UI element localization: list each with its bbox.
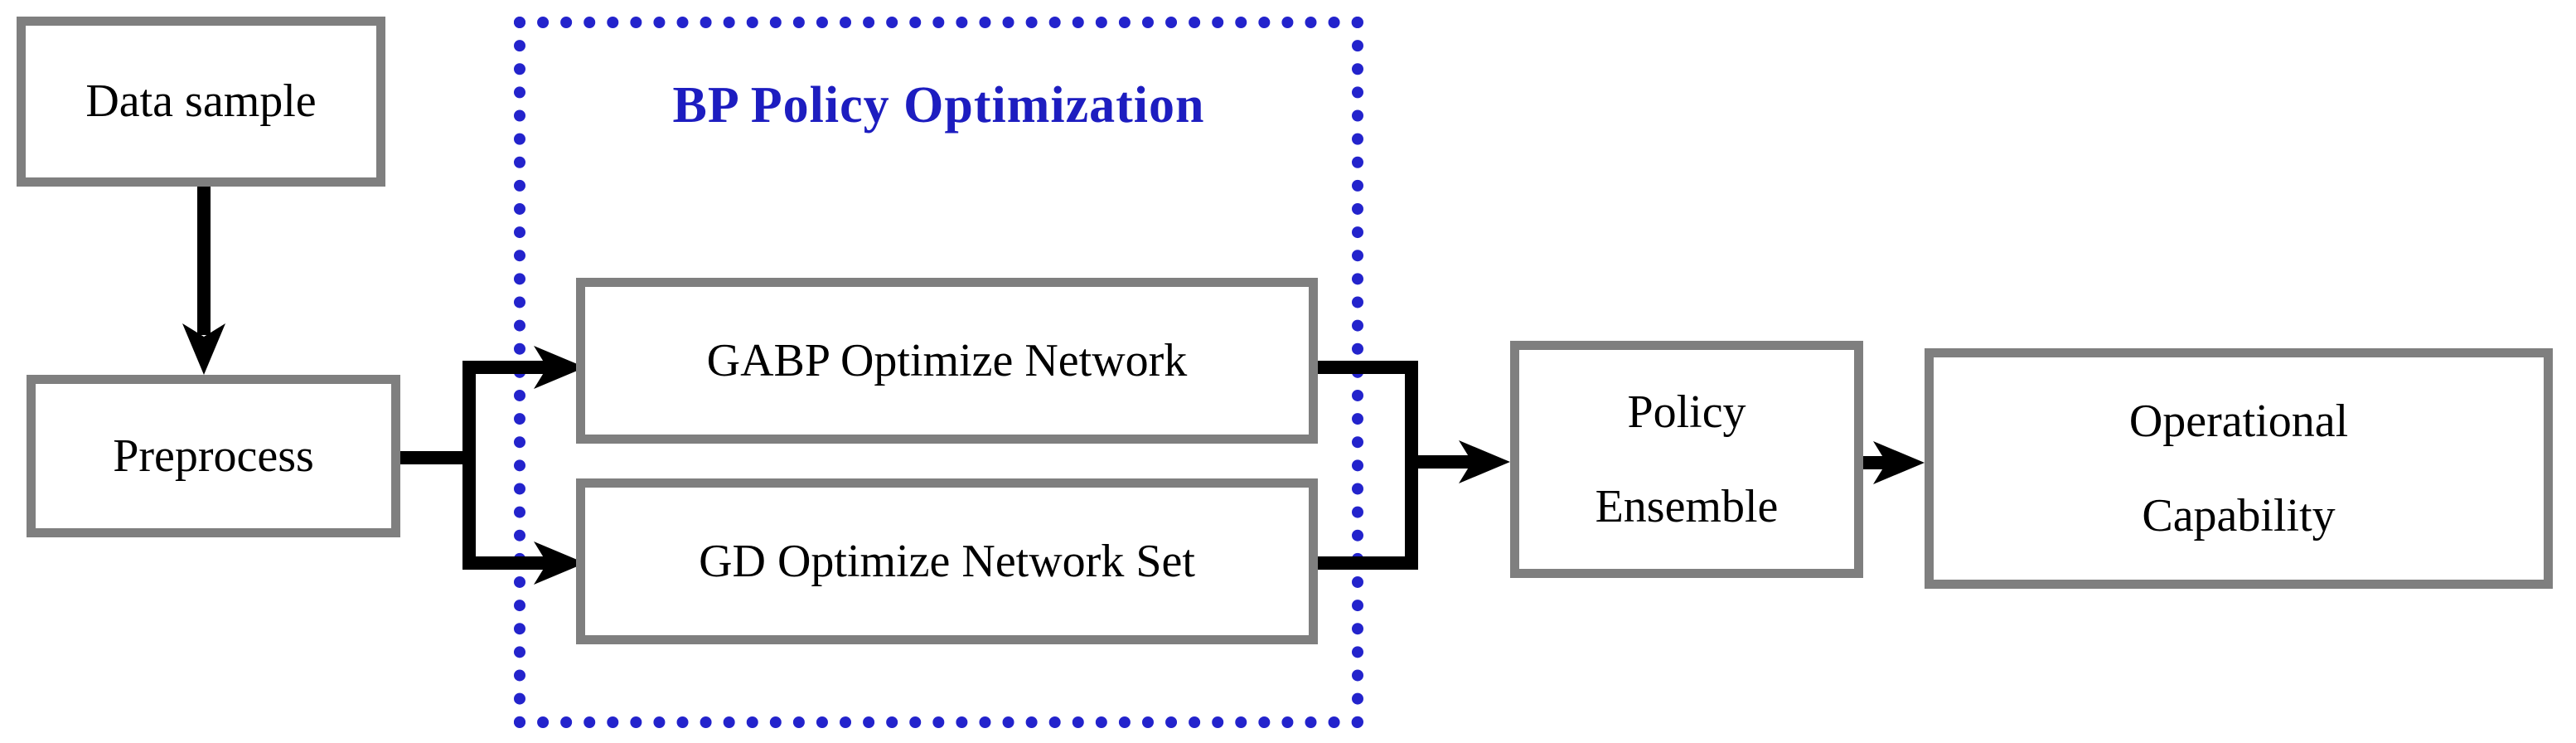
arrow-policy-ensemble-to-operational-capability [1862, 441, 1925, 484]
node-gabp-optimize-network-label: GABP Optimize Network [706, 334, 1188, 386]
node-gd-optimize-network-set: GD Optimize Network Set [576, 478, 1318, 644]
node-operational-capability-line1: Operational [2128, 395, 2349, 447]
node-gabp-optimize-network: GABP Optimize Network [576, 278, 1318, 444]
node-policy-ensemble-line2: Ensemble [1595, 481, 1779, 532]
arrow-data-sample-to-preprocess [182, 184, 225, 375]
node-preprocess-label: Preprocess [113, 430, 314, 482]
node-operational-capability: Operational Capability [1925, 348, 2553, 589]
node-data-sample: Data sample [17, 17, 385, 187]
node-preprocess: Preprocess [27, 375, 400, 537]
node-data-sample-label: Data sample [85, 75, 317, 128]
bp-policy-optimization-title: BP Policy Optimization [672, 77, 1205, 134]
node-policy-ensemble-line1: Policy [1627, 386, 1746, 438]
node-gd-optimize-network-set-label: GD Optimize Network Set [699, 535, 1195, 587]
node-policy-ensemble: Policy Ensemble [1510, 341, 1863, 578]
node-operational-capability-line2: Capability [2142, 490, 2336, 541]
